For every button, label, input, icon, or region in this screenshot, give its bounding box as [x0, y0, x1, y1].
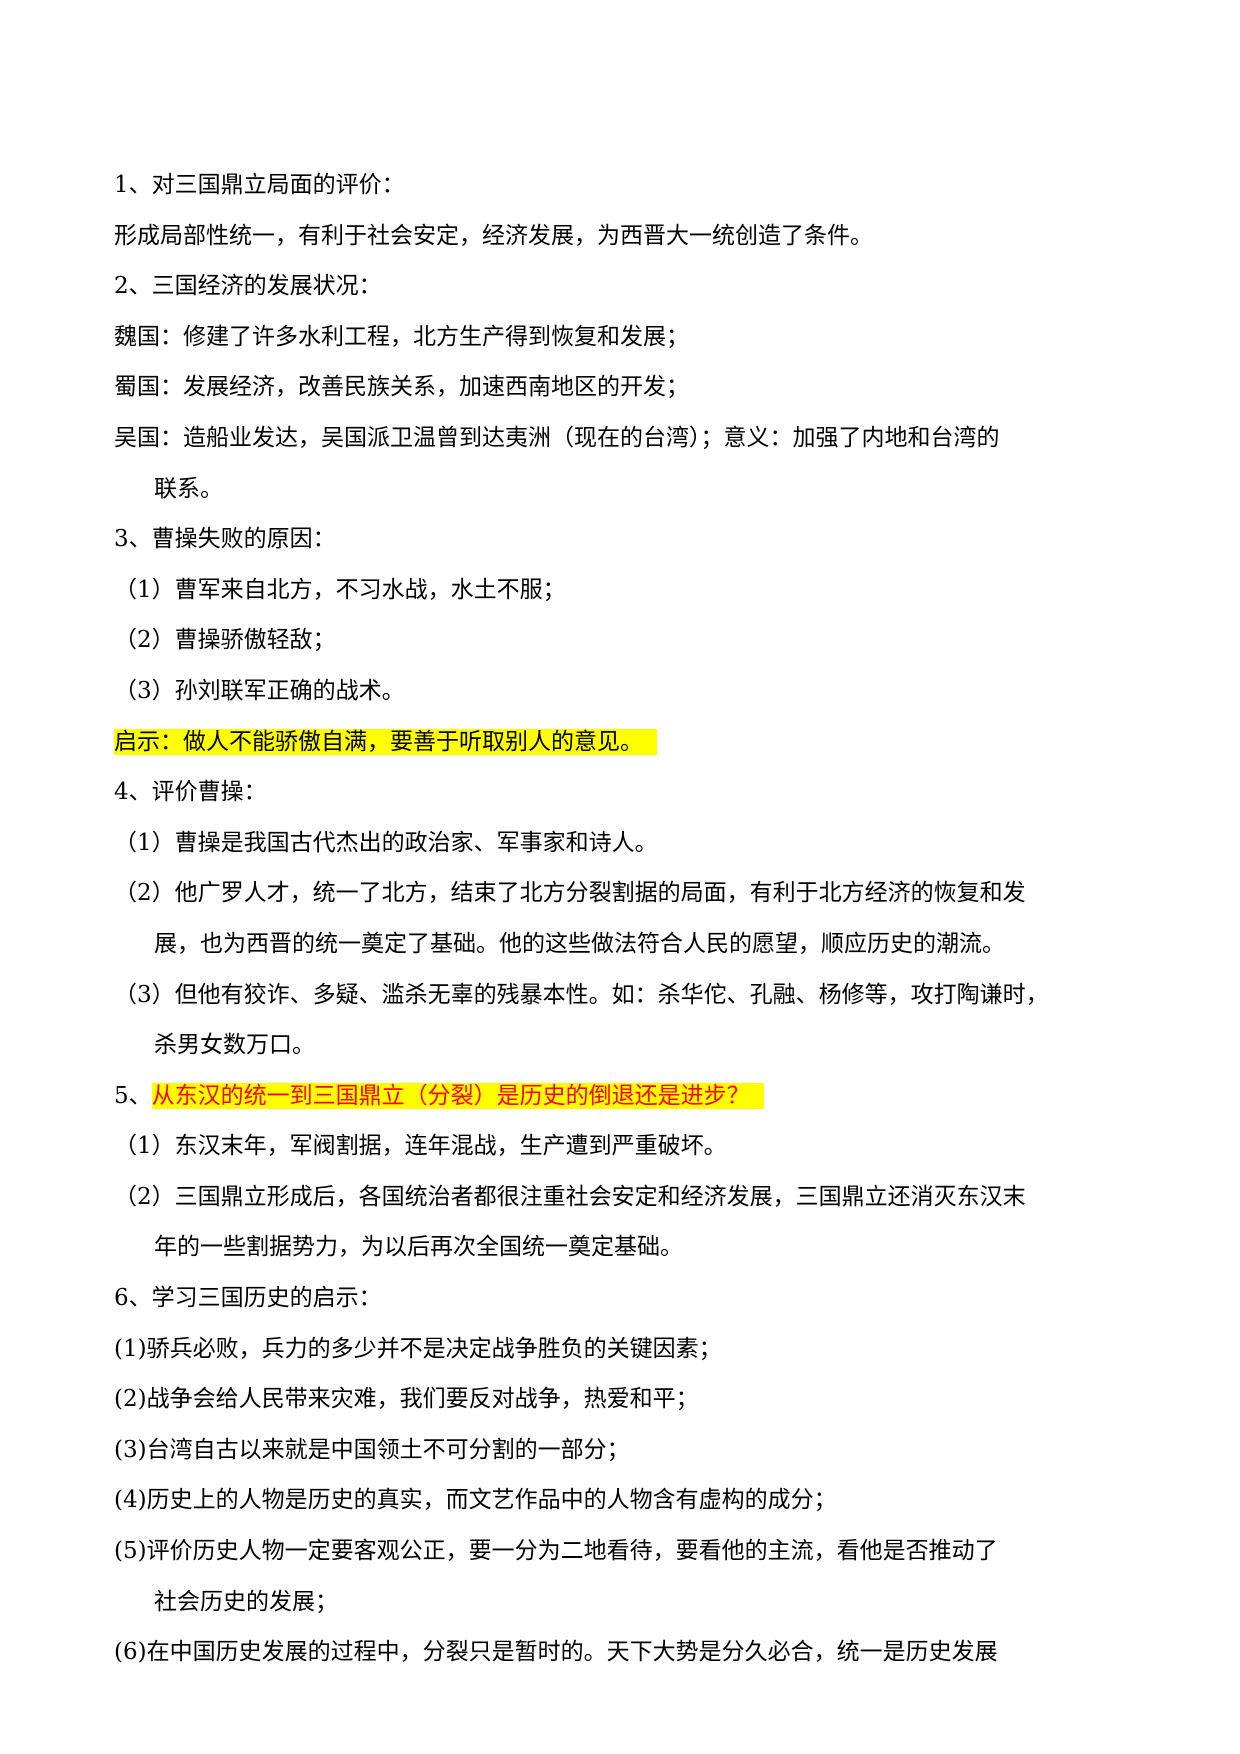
list-item: (3)台湾自古以来就是中国领土不可分割的一部分； [114, 1436, 630, 1463]
heading-3: 3、曹操失败的原因： [114, 526, 336, 553]
heading-6: 6、学习三国历史的启示： [114, 1285, 382, 1312]
list-item: （1）东汉末年，军阀割据，连年混战，生产遭到严重破坏。 [114, 1133, 727, 1160]
document-page: 1、对三国鼎立局面的评价： 形成局部性统一，有利于社会安定，经济发展，为西晋大一… [114, 160, 1140, 1678]
list-item: (2)战争会给人民带来灾难，我们要反对战争，热爱和平； [114, 1386, 699, 1413]
heading-4: 4、评价曹操： [114, 779, 267, 806]
paragraph-continuation: 联系。 [154, 475, 223, 502]
list-item: （3）孙刘联军正确的战术。 [114, 677, 405, 704]
paragraph-line: 吴国：造船业发达，吴国派卫温曾到达夷洲（现在的台湾）；意义：加强了内地和台湾的 [114, 424, 1000, 451]
highlighted-question: 从东汉的统一到三国鼎立（分裂）是历史的倒退还是进步？ [151, 1082, 764, 1109]
list-item-continuation: 年的一些割据势力，为以后再次全国统一奠定基础。 [154, 1234, 683, 1261]
list-item: （1）曹操是我国古代杰出的政治家、军事家和诗人。 [114, 829, 658, 856]
highlighted-insight: 启示：做人不能骄傲自满，要善于听取别人的意见。 [114, 728, 657, 755]
list-item: (4)历史上的人物是历史的真实，而文艺作品中的人物含有虚构的成分； [114, 1487, 837, 1514]
list-item: （3）但他有狡诈、多疑、滥杀无辜的残暴本性。如：杀华佗、孔融、杨修等，攻打陶谦时… [114, 981, 1049, 1008]
list-item: （2）曹操骄傲轻敌； [114, 627, 336, 654]
heading-2: 2、三国经济的发展状况： [114, 273, 382, 300]
list-item-continuation: 杀男女数万口。 [154, 1032, 315, 1059]
heading-5-number: 5、 [114, 1082, 152, 1109]
list-item: （2）他广罗人才，统一了北方，结束了北方分裂割据的局面，有利于北方经济的恢复和发 [114, 880, 1026, 907]
paragraph-line: 形成局部性统一，有利于社会安定，经济发展，为西晋大一统创造了条件。 [114, 222, 873, 249]
paragraph-line: 蜀国：发展经济，改善民族关系，加速西南地区的开发； [114, 374, 689, 401]
heading-1: 1、对三国鼎立局面的评价： [114, 172, 405, 198]
paragraph-line: 魏国：修建了许多水利工程，北方生产得到恢复和发展； [114, 323, 689, 350]
list-item-continuation: 展，也为西晋的统一奠定了基础。他的这些做法符合人民的愿望，顺应历史的潮流。 [154, 930, 1005, 957]
list-item: (6)在中国历史发展的过程中，分裂只是暂时的。天下大势是分久必合，统一是历史发展 [114, 1639, 998, 1666]
heading-5: 5、从东汉的统一到三国鼎立（分裂）是历史的倒退还是进步？ [114, 1071, 1140, 1122]
list-item-continuation: 社会历史的发展； [154, 1588, 338, 1615]
list-item: (5)评价历史人物一定要客观公正，要一分为二地看待，要看他的主流，看他是否推动了 [114, 1538, 998, 1565]
highlight-line: 启示：做人不能骄傲自满，要善于听取别人的意见。 [114, 717, 1140, 768]
list-item: （2）三国鼎立形成后，各国统治者都很注重社会安定和经济发展，三国鼎立还消灭东汉末 [114, 1183, 1026, 1210]
list-item: (1)骄兵必败，兵力的多少并不是决定战争胜负的关键因素； [114, 1335, 722, 1362]
list-item: （1）曹军来自北方，不习水战，水土不服； [114, 576, 566, 603]
